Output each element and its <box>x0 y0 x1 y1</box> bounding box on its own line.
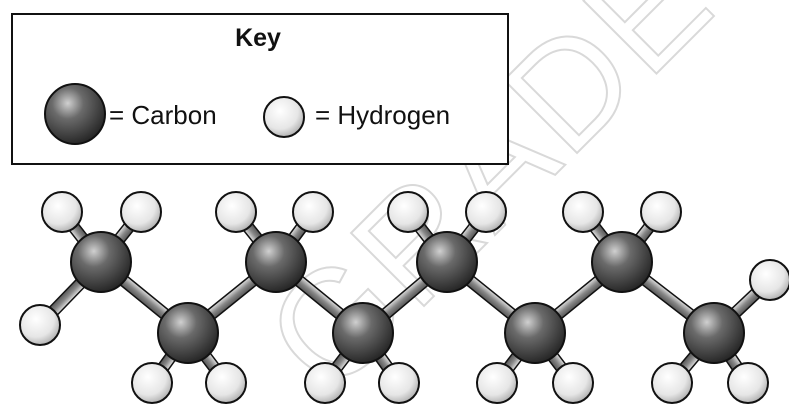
hydrogen-atom <box>552 362 594 404</box>
hydrogen-atom <box>215 191 257 233</box>
hydrogen-atom <box>562 191 604 233</box>
hydrogen-atom <box>640 191 682 233</box>
hydrogen-atom <box>41 191 83 233</box>
key-hydrogen-icon <box>263 96 305 138</box>
carbon-atom <box>416 231 478 293</box>
hydrogen-atom <box>120 191 162 233</box>
atoms <box>19 191 789 404</box>
carbon-atom <box>332 302 394 364</box>
carbon-atom <box>70 231 132 293</box>
hydrogen-atom <box>205 362 247 404</box>
hydrogen-atom <box>651 362 693 404</box>
hydrogen-atom <box>387 191 429 233</box>
hydrogen-atom <box>19 304 61 346</box>
hydrogen-atom <box>131 362 173 404</box>
carbon-atom <box>245 231 307 293</box>
hydrogen-atom <box>727 362 769 404</box>
key-carbon-icon <box>44 83 106 145</box>
hydrogen-atom <box>292 191 334 233</box>
carbon-atom <box>504 302 566 364</box>
carbon-atom <box>683 302 745 364</box>
hydrogen-atom <box>465 191 507 233</box>
carbon-atom <box>157 302 219 364</box>
hydrogen-atom <box>476 362 518 404</box>
key-box: Key = Carbon = Hydrogen <box>11 13 509 165</box>
hydrogen-atom <box>304 362 346 404</box>
carbon-atom <box>591 231 653 293</box>
hydrogen-atom <box>749 259 789 301</box>
key-border <box>11 13 509 165</box>
key-title: Key <box>235 24 281 52</box>
hydrogen-atom <box>378 362 420 404</box>
key-carbon-label: = Carbon <box>109 100 217 130</box>
key-hydrogen-label: = Hydrogen <box>315 100 450 130</box>
